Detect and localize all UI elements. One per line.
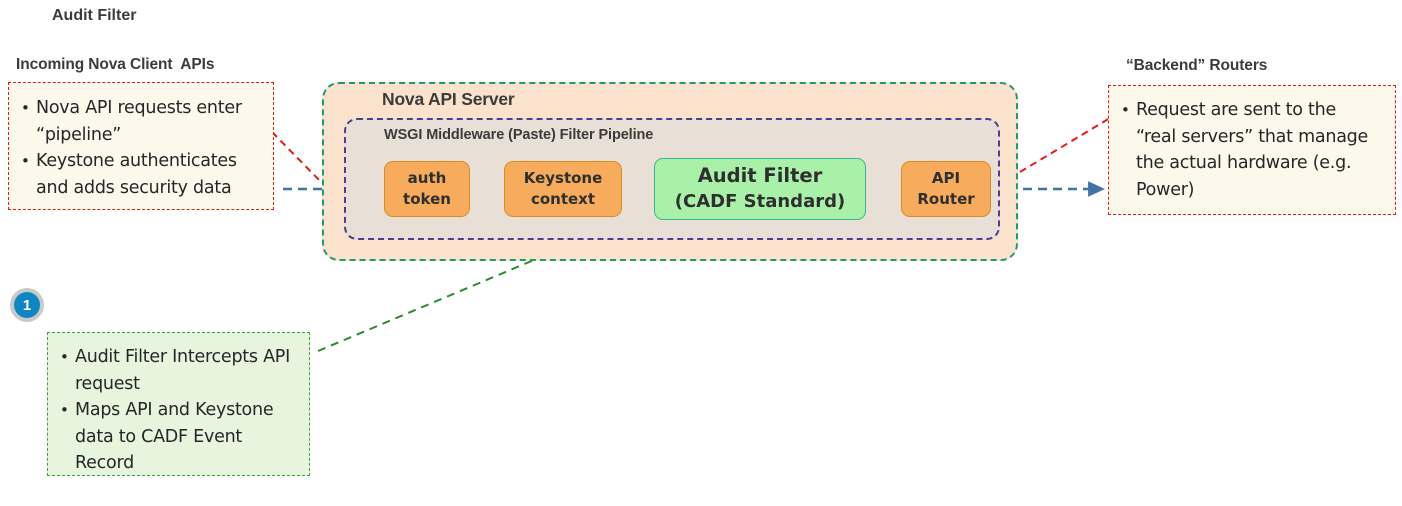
stage-line2: context: [530, 190, 596, 208]
wsgi-pipeline-title: WSGI Middleware (Paste) Filter Pipeline: [384, 127, 654, 143]
annotation-heading: Audit Filter: [52, 7, 137, 24]
pipeline-stage-auth-token[interactable]: auth token: [384, 161, 470, 217]
right-callout-box: Request are sent to the “real servers” t…: [1108, 85, 1396, 215]
step-badge: 1: [10, 288, 44, 322]
stage-line2: token: [403, 190, 451, 208]
step-badge-number: 1: [14, 292, 40, 318]
stage-line2: (CADF Standard): [674, 191, 846, 212]
annotation-bullets: Audit Filter Intercepts API request Maps…: [58, 344, 299, 477]
stage-line1: auth: [407, 169, 447, 187]
pipeline-stage-audit-filter[interactable]: Audit Filter (CADF Standard): [654, 158, 866, 220]
audit-filter-annotation-box: Audit Filter Intercepts API request Maps…: [47, 332, 310, 476]
right-callout-title: “Backend” Routers: [1126, 57, 1268, 74]
stage-line1: Audit Filter: [697, 164, 823, 187]
stage-line2: Router: [917, 190, 975, 208]
left-callout-box: Nova API requests enter “pipeline” Keyst…: [8, 82, 274, 210]
nova-api-server-title: Nova API Server: [382, 89, 515, 109]
list-item: Nova API requests enter “pipeline”: [19, 95, 261, 148]
stage-line1: Keystone: [523, 169, 603, 187]
list-item: Request are sent to the “real servers” t…: [1119, 97, 1381, 203]
left-callout-bullets: Nova API requests enter “pipeline” Keyst…: [19, 95, 261, 201]
pipeline-stage-api-router[interactable]: API Router: [901, 161, 991, 217]
pipeline-stage-keystone-context[interactable]: Keystone context: [504, 161, 622, 217]
list-item: Audit Filter Intercepts API request: [58, 344, 299, 397]
right-callout-bullets: Request are sent to the “real servers” t…: [1119, 97, 1381, 203]
left-callout-title: Incoming Nova Client APIs: [16, 56, 215, 73]
list-item: Maps API and Keystone data to CADF Event…: [58, 397, 299, 477]
connector-left-red: [271, 131, 323, 184]
connector-right-red: [1019, 117, 1111, 173]
list-item: Keystone authenticates and adds security…: [19, 148, 261, 201]
stage-line1: API: [931, 169, 961, 187]
